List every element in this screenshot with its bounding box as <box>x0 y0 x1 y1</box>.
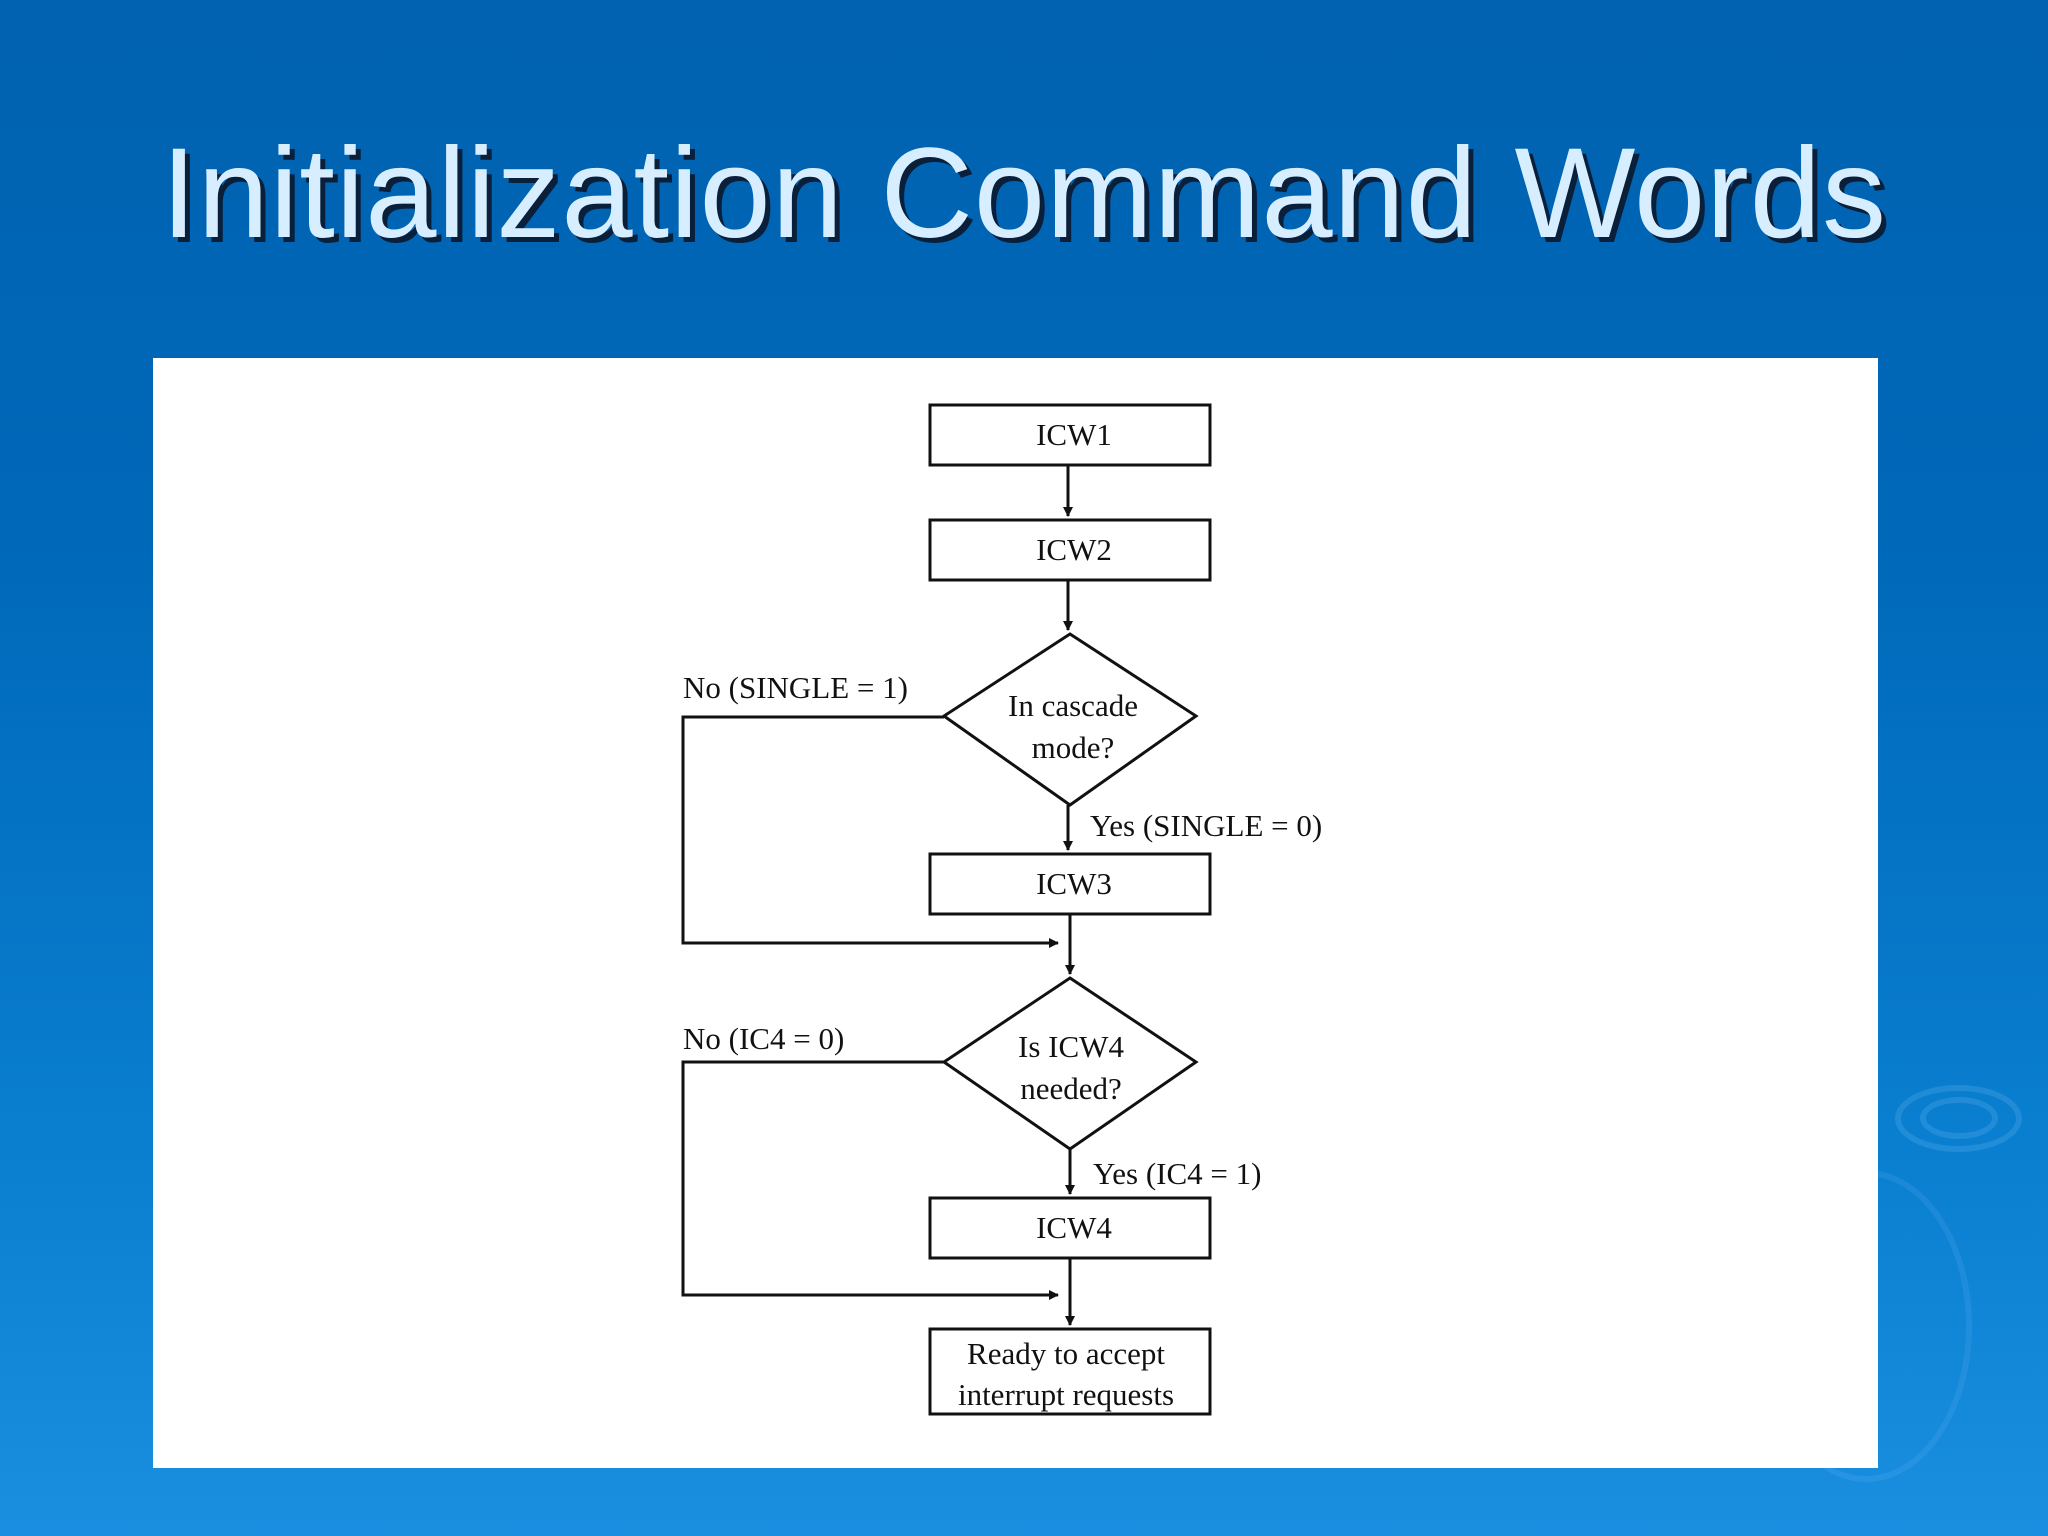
flowchart: ICW1 ICW2 In cascade mode? No (SINGLE = … <box>681 403 1322 1416</box>
node-icw4: ICW4 <box>928 1196 1212 1260</box>
edge-cascade-no <box>681 715 1059 948</box>
edge-label-icw4-no: No (IC4 = 0) <box>683 1021 844 1056</box>
decision-icw4-needed: Is ICW4 needed? <box>941 976 1199 1151</box>
edge-label-cascade-no: No (SINGLE = 1) <box>683 670 908 705</box>
edge-label-cascade-yes: Yes (SINGLE = 0) <box>1090 808 1322 843</box>
flowchart-panel: ICW1 ICW2 In cascade mode? No (SINGLE = … <box>153 358 1878 1468</box>
node-icw3-label: ICW3 <box>1036 866 1112 901</box>
node-icw4-label: ICW4 <box>1036 1210 1112 1245</box>
background-ripple <box>1920 1097 1998 1139</box>
edge-icw4-no <box>681 1060 1059 1300</box>
decision-icw4-label-line1: Is ICW4 <box>1018 1029 1124 1064</box>
node-icw3: ICW3 <box>928 852 1212 916</box>
node-icw2-label: ICW2 <box>1036 532 1112 567</box>
node-icw2: ICW2 <box>928 518 1212 582</box>
background-ripple <box>1895 1085 2022 1152</box>
decision-cascade-label-line1: In cascade <box>1008 688 1138 723</box>
node-icw1-label: ICW1 <box>1036 417 1112 452</box>
decision-icw4-label-line2: needed? <box>1020 1071 1122 1106</box>
node-ready: Ready to accept interrupt requests <box>928 1327 1212 1416</box>
decision-cascade-label-line2: mode? <box>1032 730 1115 765</box>
slide-title: Initialization Command Words <box>161 122 1887 265</box>
node-ready-label-line1: Ready to accept <box>967 1336 1165 1371</box>
edge-label-icw4-yes: Yes (IC4 = 1) <box>1093 1156 1262 1191</box>
decision-cascade-mode: In cascade mode? <box>941 632 1199 807</box>
node-icw1: ICW1 <box>928 403 1212 467</box>
node-ready-label-line2: interrupt requests <box>958 1377 1174 1412</box>
